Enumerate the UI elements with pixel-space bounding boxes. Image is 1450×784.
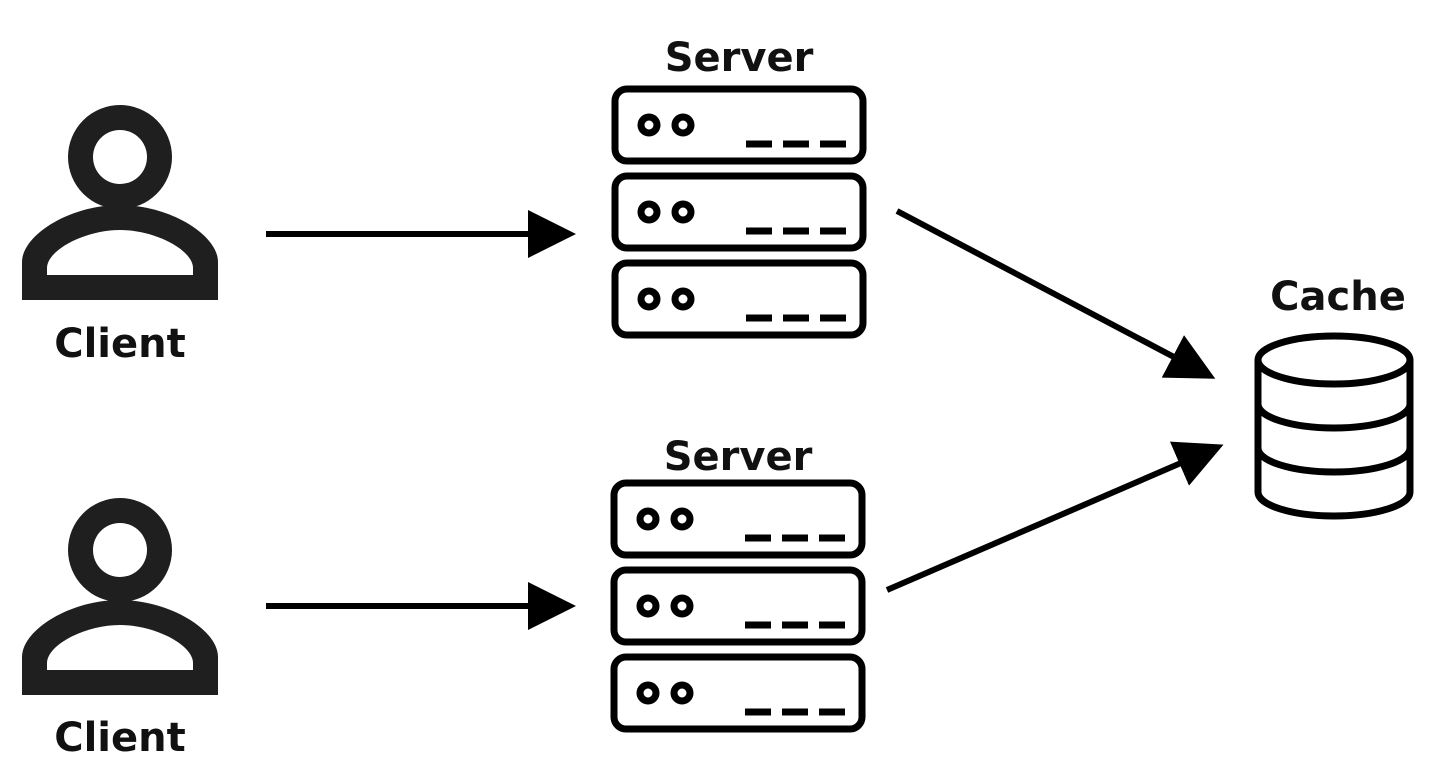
cache-label: Cache bbox=[1270, 274, 1406, 320]
client-label: Client bbox=[54, 715, 186, 761]
person-icon bbox=[22, 498, 218, 695]
arrow-server-1-to-cache bbox=[895, 208, 1216, 379]
server-node-2: Server bbox=[610, 434, 866, 733]
server-label: Server bbox=[664, 434, 813, 480]
server-rack-icon bbox=[610, 479, 866, 733]
client-node-2: Client bbox=[22, 498, 218, 761]
connection-arrows bbox=[266, 208, 1224, 630]
server-label: Server bbox=[665, 35, 814, 81]
database-icon bbox=[1254, 332, 1414, 520]
person-icon bbox=[22, 105, 218, 300]
client-node-1: Client bbox=[22, 105, 218, 367]
client-label: Client bbox=[54, 321, 186, 367]
server-node-1: Server bbox=[611, 35, 867, 339]
cache-node: Cache bbox=[1254, 274, 1414, 520]
arrow-server-2-to-cache bbox=[885, 441, 1224, 593]
server-rack-icon bbox=[611, 85, 867, 339]
